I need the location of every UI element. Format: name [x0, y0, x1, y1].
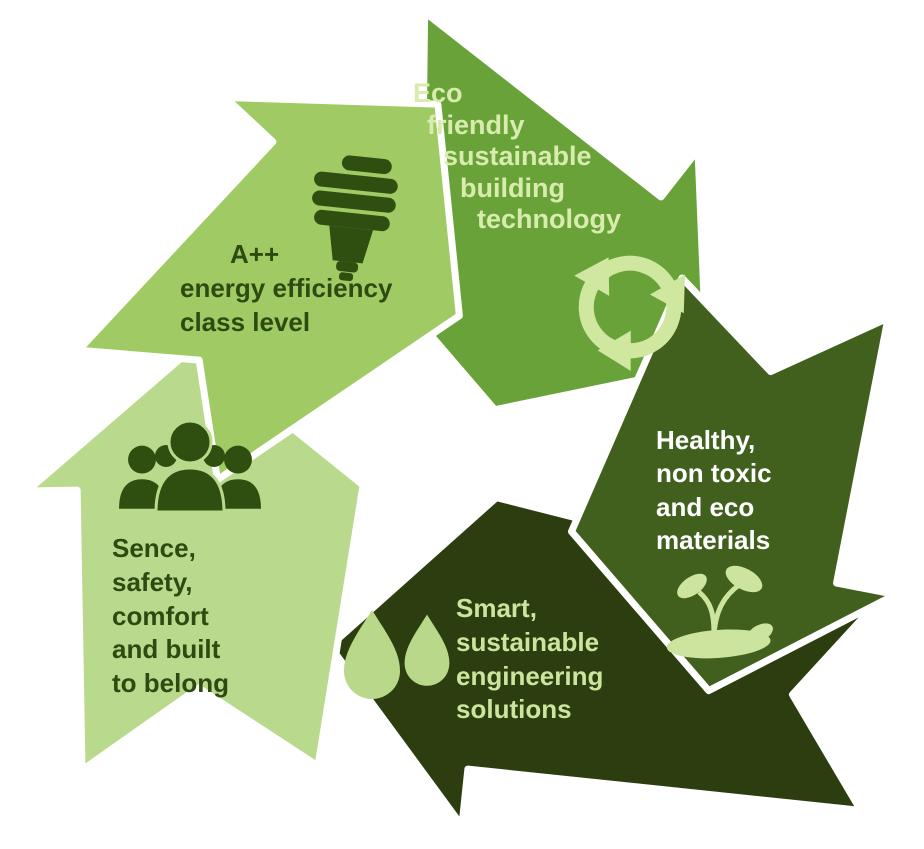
person-center	[154, 419, 226, 514]
person-left	[119, 445, 165, 509]
label-line: Smart,	[456, 593, 537, 623]
bulb-tip	[338, 272, 354, 282]
cfl-bulb-icon	[312, 155, 398, 282]
label-sence-safety: Sence, safety, comfort and built to belo…	[112, 532, 229, 701]
bulb-base	[329, 225, 374, 264]
label-line: safety,	[112, 566, 193, 597]
label-line: technology	[477, 204, 622, 235]
recycle-segment	[574, 257, 648, 359]
label-line: to belong	[112, 668, 229, 699]
label-line: Healthy,	[656, 425, 756, 455]
people-icon	[119, 419, 261, 514]
label-line: and eco	[656, 491, 755, 522]
label-line: Sence,	[112, 533, 196, 563]
label-line: class level	[180, 306, 311, 337]
label-healthy-materials: Healthy, non toxic and eco materials	[656, 424, 772, 557]
bulb-coil-top	[341, 155, 392, 175]
recycle-icon	[574, 255, 685, 371]
bulb-coil	[314, 171, 398, 194]
leaf-left	[677, 573, 707, 599]
leaf-right	[725, 565, 763, 593]
label-smart-engineering: Smart, sustainable engineering solutions	[456, 592, 603, 727]
label-line: engineering	[456, 660, 604, 691]
bulb-coil	[312, 190, 396, 213]
label-line: friendly	[427, 109, 525, 140]
hand-palm	[666, 629, 771, 659]
arrow-healthy-materials	[568, 274, 899, 695]
label-line: sustainable	[443, 141, 592, 172]
label-line: Eco	[413, 78, 463, 108]
label-line: A++	[230, 239, 280, 269]
person-right	[215, 445, 261, 509]
hand-thumb	[747, 623, 773, 643]
label-line: materials	[656, 524, 771, 555]
label-line: and built	[112, 634, 221, 665]
bulb-coil	[314, 209, 390, 232]
label-line: energy efficiency	[180, 272, 393, 303]
label-line: solutions	[456, 694, 572, 725]
label-line: comfort	[112, 600, 209, 631]
arrow-energy-efficiency	[75, 93, 463, 484]
label-energy-efficiency: A++ energy efficiency class level	[180, 238, 392, 339]
label-eco-friendly: Eco friendly sustainable building techno…	[413, 78, 621, 236]
plant-stem	[697, 582, 741, 635]
arrows-layer	[23, 8, 899, 830]
label-line: non toxic	[656, 458, 772, 489]
bulb-cap	[336, 261, 359, 273]
label-line: sustainable	[456, 626, 600, 657]
plant-in-hand-icon	[666, 565, 773, 659]
label-line: building	[460, 172, 565, 203]
